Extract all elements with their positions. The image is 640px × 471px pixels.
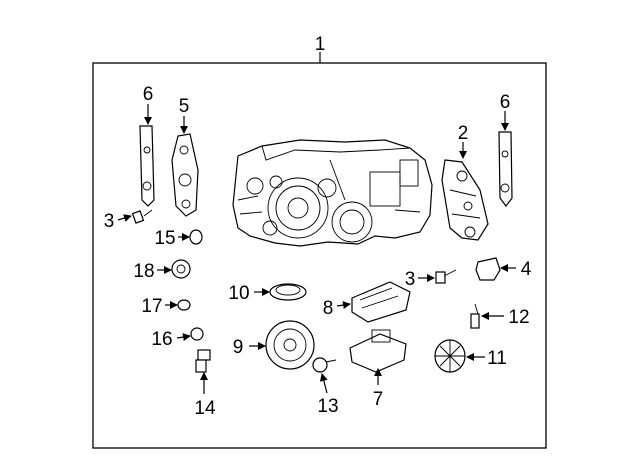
part-4-cap — [475, 257, 501, 281]
part-3-screw-right — [435, 269, 457, 284]
part-12-bulb — [470, 303, 480, 329]
callout-2: 2 — [458, 123, 469, 144]
part-16-bulb — [190, 327, 204, 341]
callout-13: 13 — [317, 396, 338, 417]
part-15-bulb — [189, 229, 203, 245]
part-6-strip-left — [139, 125, 155, 207]
part-10-ring — [269, 283, 307, 301]
callout-17: 17 — [141, 296, 162, 317]
part-2-bracket — [441, 159, 489, 241]
callout-11: 11 — [487, 348, 507, 369]
callout-15: 15 — [154, 228, 175, 249]
callout-3a: 3 — [104, 211, 115, 232]
part-8-module — [351, 281, 411, 323]
part-9-cover — [265, 320, 315, 370]
callout-3b: 3 — [405, 269, 416, 290]
callout-3a-leader — [117, 214, 132, 222]
callout-18: 18 — [133, 261, 154, 282]
callout-7: 7 — [373, 389, 384, 410]
callout-8-leader — [336, 301, 351, 310]
part-17-bulb — [177, 299, 191, 311]
part-14-socket — [195, 349, 211, 373]
callout-9: 9 — [233, 337, 244, 358]
part-7-ballast — [349, 329, 407, 373]
callout-14: 14 — [194, 398, 216, 419]
callout-16: 16 — [151, 329, 172, 350]
callout-6b: 6 — [500, 92, 511, 113]
callout-4: 4 — [521, 259, 532, 280]
callout-12: 12 — [508, 307, 529, 328]
part-5-bracket — [171, 133, 199, 217]
callout-1: 1 — [315, 34, 326, 55]
assembly-frame — [92, 62, 547, 449]
callout-10: 10 — [228, 283, 249, 304]
callout-5: 5 — [179, 96, 190, 117]
part-6-strip-right — [498, 131, 513, 207]
part-18-socket — [171, 259, 191, 279]
callout-13-leader — [319, 373, 328, 394]
callout-8: 8 — [323, 298, 334, 319]
headlamp-housing — [232, 139, 433, 247]
part-3-screw-left — [131, 209, 153, 224]
callout-6a: 6 — [143, 84, 154, 105]
part-11-disc — [434, 339, 466, 373]
callout-16-leader — [176, 333, 191, 342]
part-13-igniter — [312, 357, 337, 373]
